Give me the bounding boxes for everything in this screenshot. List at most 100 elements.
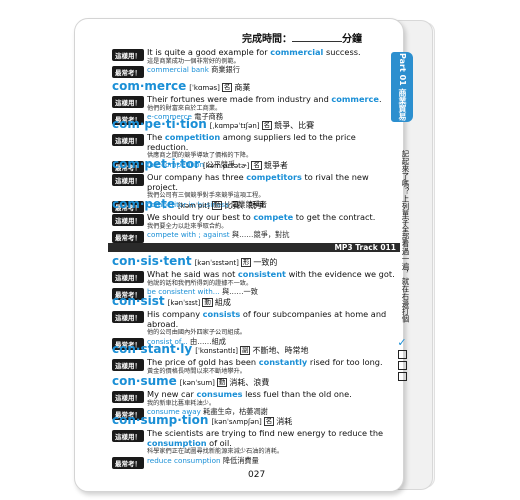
common-phrase: be consistent with... 與……一致 [147,287,396,296]
word-entry-commerce: com·merce[ˈkɑməs]名商業這樣用！Their fortunes w… [112,80,396,126]
common-usage-row: 最常考！competitor in business 同業競爭者 [112,200,396,213]
example-translation: 他們的財富來自於工商業。 [147,104,222,112]
keyword-highlight: commerce [331,94,379,104]
example-sentence: It is quite a good example for commercia… [147,47,396,58]
example-text: The scientists are trying to find new en… [147,428,396,456]
word-entry-consumption: con·sump·tion[kənˈsʌmpʃən]名消耗這樣用！The sci… [112,414,396,469]
keyword-highlight: compete [253,212,294,222]
sentence-fragment: The scientists are trying to find new en… [147,428,384,438]
common-phrase: compete with ; against 與……競爭，對抗 [147,230,396,239]
keyword-highlight: competition [164,132,221,142]
example-row: 這樣用！What he said was not consistent with… [112,269,396,287]
meaning: 商業 [234,83,251,92]
sentence-fragment: less fuel than the old one. [242,389,352,399]
meaning: 競爭者 [263,161,288,170]
part-tab[interactable]: Part 01 商業貿易篇 [376,52,413,122]
keyword-highlight: consistent [237,269,286,279]
sentence-fragment: of four subcompanies at home and abroad. [147,309,387,329]
sentence-fragment: rised for too long. [307,357,383,367]
headword-line: com·pet·i·tor[kəmˈpɛtətɚ]名競爭者 [112,158,396,173]
example-row: 這樣用！The price of gold has been constantl… [112,357,396,375]
completion-time: 完成時間：分鐘 [242,30,362,45]
word-entry-commercial-tail: 這樣用！It is quite a good example for comme… [112,47,396,79]
meaning: 不斷地、時常地 [252,346,309,355]
phrase-english: fair competition [147,159,205,169]
headword: com·pe·ti·tion [112,117,207,131]
sentence-fragment: What he said was not [147,269,238,279]
phonetic: [kənˈsɪstənt] [194,259,239,267]
example-sentence: We should try our best to compete to get… [147,212,396,223]
example-tag: 這樣用！ [112,174,144,186]
review-checkboxes: ✓ [395,337,409,383]
meaning: 組成 [214,298,231,307]
part-of-speech-badge: 動 [216,377,228,387]
review-checkbox[interactable] [397,361,407,370]
review-checkbox[interactable] [397,372,407,381]
sentence-fragment: It is quite a good example for [147,47,271,57]
phrase-translation: 降低消費量 [220,455,259,465]
headword: com·merce [112,79,187,93]
sentence-fragment: with the evidence we got. [285,269,395,279]
example-translation: 我們要全力以赴來爭取合約。 [147,222,228,230]
keyword-highlight: consists [202,309,241,319]
common-usage-row: 最常考！e-commerce 電子商務 [112,112,396,126]
sentence-fragment: The price of gold has been [147,357,259,367]
phrase-translation: 耗盡生命，枯萎凋謝 [200,407,268,417]
phonetic: [ˌkɑmpəˈtɪʃən] [209,122,260,130]
review-checkbox[interactable] [397,350,407,359]
headword-line: com·merce[ˈkɑməs]名商業 [112,80,396,95]
headword: con·sis·tent [112,254,192,268]
sentence-fragment: His company [147,309,203,319]
headword-line: con·sume[kənˈsum]動消耗、浪費 [112,375,396,390]
phrase-english: consist of... [147,336,188,346]
example-text: It is quite a good example for commercia… [147,47,396,65]
word-entry-consistent: con·sis·tent[kənˈsɪstənt]形一致的這樣用！What he… [112,255,396,301]
phrase-translation: 與……一致 [219,287,258,297]
phrase-translation: 同業競爭者 [228,199,268,209]
sentence-fragment: among suppliers led to the price reducti… [147,132,356,152]
sentence-fragment: success. [323,47,361,57]
common-usage-tag: 最常考！ [112,231,144,244]
common-usage-tag: 最常考！ [112,408,144,421]
part-of-speech-badge: 副 [239,345,251,355]
headword-line: con·sump·tion[kənˈsʌmpʃən]名消耗 [112,414,396,429]
headword-line: com·pe·ti·tion[ˌkɑmpəˈtɪʃən]名競爭、比賽 [112,118,396,133]
phonetic: [kəmˈpɛtətɚ] [203,162,250,170]
sentence-fragment: The [147,132,165,142]
word-entry-consist: con·sist[kənˈsɪst]動組成這樣用！His company con… [112,295,396,350]
phrase-translation: 商業銀行 [208,65,240,75]
common-usage-tag: 最常考！ [112,66,144,79]
meaning: 一致的 [253,258,278,267]
keyword-highlight: constantly [258,357,308,367]
completion-blank[interactable] [292,32,342,42]
headword: con·sume [112,374,177,388]
mp3-track-bar[interactable]: MP3 Track 011 [108,243,400,252]
example-tag: 這樣用！ [112,271,144,283]
word-entry-consume: con·sume[kənˈsum]動消耗、浪費這樣用！My new car co… [112,375,396,421]
example-translation: 黃金的價格長時間以來不斷地攀升。 [147,367,246,375]
example-tag: 這樣用！ [112,134,144,146]
example-translation: 他的公司由國內外四家子公司組成。 [147,329,246,337]
keyword-highlight: competitors [246,172,302,182]
example-text: We should try our best to compete to get… [147,212,396,230]
example-translation: 我的新車比舊車耗油少。 [147,399,216,407]
common-usage-tag: 最常考！ [112,337,144,350]
sentence-fragment: to rival the new project. [147,172,369,192]
example-tag: 這樣用！ [112,96,144,108]
common-usage-row: 最常考！fair competition 公平競爭 [112,160,396,173]
review-note: 記起來了嗎？上列單字全部看過一遍，就在右邊打個 [401,150,410,323]
word-entry-compete: com·pete[kəmˈpit]動比賽、競爭這樣用！We should try… [112,198,396,244]
headword-line: com·pete[kəmˈpit]動比賽、競爭 [112,198,396,213]
phrase-translation: 由……組成 [187,336,226,346]
example-sentence: His company consists of four subcompanie… [147,309,396,329]
part-of-speech-badge: 名 [261,120,273,130]
part-of-speech-badge: 動 [202,297,213,307]
common-usage-row: 最常考！consume away 耗盡生命，枯萎凋謝 [112,407,396,421]
word-entry-competitor: com·pet·i·tor[kəmˈpɛtətɚ]名競爭者這樣用！Our com… [112,158,396,213]
example-row: 這樣用！The competition among suppliers led … [112,132,396,160]
example-row: 這樣用！It is quite a good example for comme… [112,47,396,65]
common-phrase: reduce consumption 降低消費量 [147,456,396,465]
headword-line: con·sis·tent[kənˈsɪstənt]形一致的 [112,255,396,270]
phrase-english: consume away [147,407,201,417]
example-sentence: The price of gold has been constantly ri… [147,357,396,368]
